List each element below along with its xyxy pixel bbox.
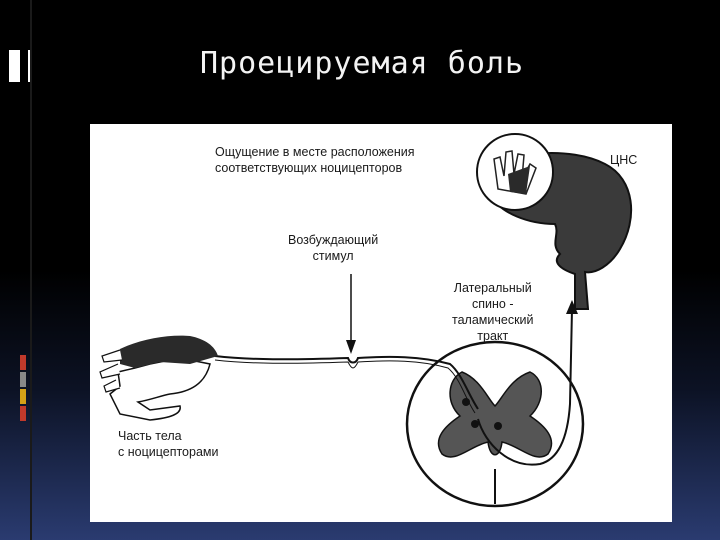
decor-square-gray — [20, 372, 26, 387]
synapse-dot-2 — [471, 420, 479, 428]
slide-title: Проецируемая боль — [200, 46, 525, 81]
decor-square-red — [20, 355, 26, 370]
bubble-hand-shading — [508, 166, 530, 194]
tract-arrow-icon — [566, 300, 578, 314]
finger-1 — [101, 349, 123, 363]
decor-square-red-2 — [20, 406, 26, 421]
body-part-label: Часть тела с ноцицепторами — [118, 429, 219, 459]
finger-3 — [103, 379, 121, 393]
tract-label: Латеральный спино - таламический тракт — [452, 281, 534, 343]
finger-2 — [99, 363, 121, 379]
slide-border-line — [30, 0, 32, 540]
stimulus-label: Возбуждающий стимул — [288, 233, 379, 263]
diagram-drawing — [99, 133, 633, 508]
afferent-nerve-fiber-2 — [214, 359, 476, 414]
referred-pain-diagram: Ощущение в месте расположения соответств… — [90, 124, 672, 522]
sensation-label: Ощущение в месте расположения соответств… — [215, 145, 415, 175]
cns-label: ЦНС — [610, 153, 638, 167]
decor-square-yellow — [20, 389, 26, 404]
stimulus-arrowhead-icon — [346, 340, 356, 354]
decor-square-white — [9, 50, 20, 82]
bubble-hand-icon — [493, 150, 537, 195]
hand-outline — [109, 359, 211, 421]
hand-shaded-area — [120, 335, 218, 368]
synapse-dot-3 — [494, 422, 502, 430]
afferent-nerve-fiber — [214, 355, 479, 410]
decor-square-dark — [20, 50, 30, 82]
spinothalamic-tract — [477, 308, 573, 466]
synapse-dot-1 — [462, 398, 470, 406]
spinal-gray-matter — [437, 371, 553, 458]
